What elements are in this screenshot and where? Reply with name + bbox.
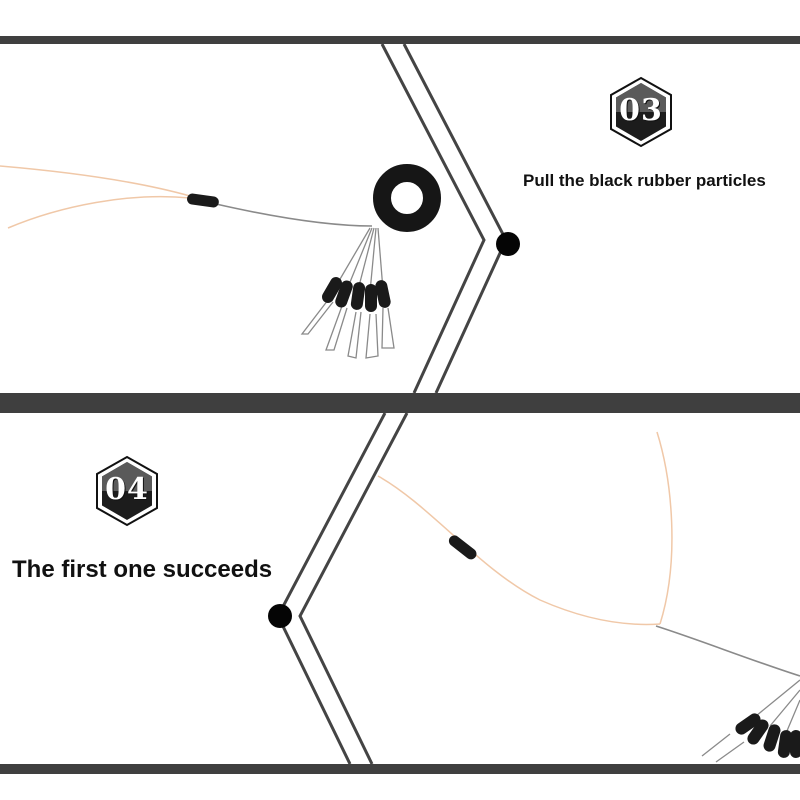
- bottom-divider-bar: [0, 764, 800, 774]
- middle-divider-bar: [0, 393, 800, 413]
- rubber-particle: [187, 193, 219, 208]
- step-03-number: 03: [619, 93, 663, 128]
- wire: [655, 625, 800, 677]
- hexagon-icon: [610, 76, 672, 148]
- step-03-badge: 03: [608, 76, 674, 148]
- wire-loops: [300, 227, 395, 359]
- rubber-stoppers: [322, 277, 391, 312]
- frame-chevron-outer: [276, 412, 387, 765]
- fishing-line: [656, 431, 673, 625]
- fishing-line: [7, 195, 191, 229]
- top-divider-bar: [0, 36, 800, 44]
- rubber-stoppers: [735, 713, 800, 758]
- frame-dot: [496, 232, 520, 256]
- frame-chevron-inner: [298, 412, 409, 765]
- hexagon-icon: [96, 455, 158, 527]
- frame-chevron-outer: [380, 43, 486, 394]
- wire: [215, 203, 373, 227]
- fishing-line: [377, 475, 661, 626]
- step-04-badge: 04: [94, 455, 160, 527]
- rubber-ring: [373, 164, 441, 232]
- rubber-particle: [448, 535, 477, 560]
- step-03-caption: Pull the black rubber particles: [523, 171, 766, 190]
- fishing-line: [0, 165, 191, 197]
- step-04-caption: The first one succeeds: [12, 556, 273, 583]
- frame-dot: [268, 604, 292, 628]
- step-04-number: 04: [105, 472, 149, 507]
- wire-loops: [701, 679, 800, 763]
